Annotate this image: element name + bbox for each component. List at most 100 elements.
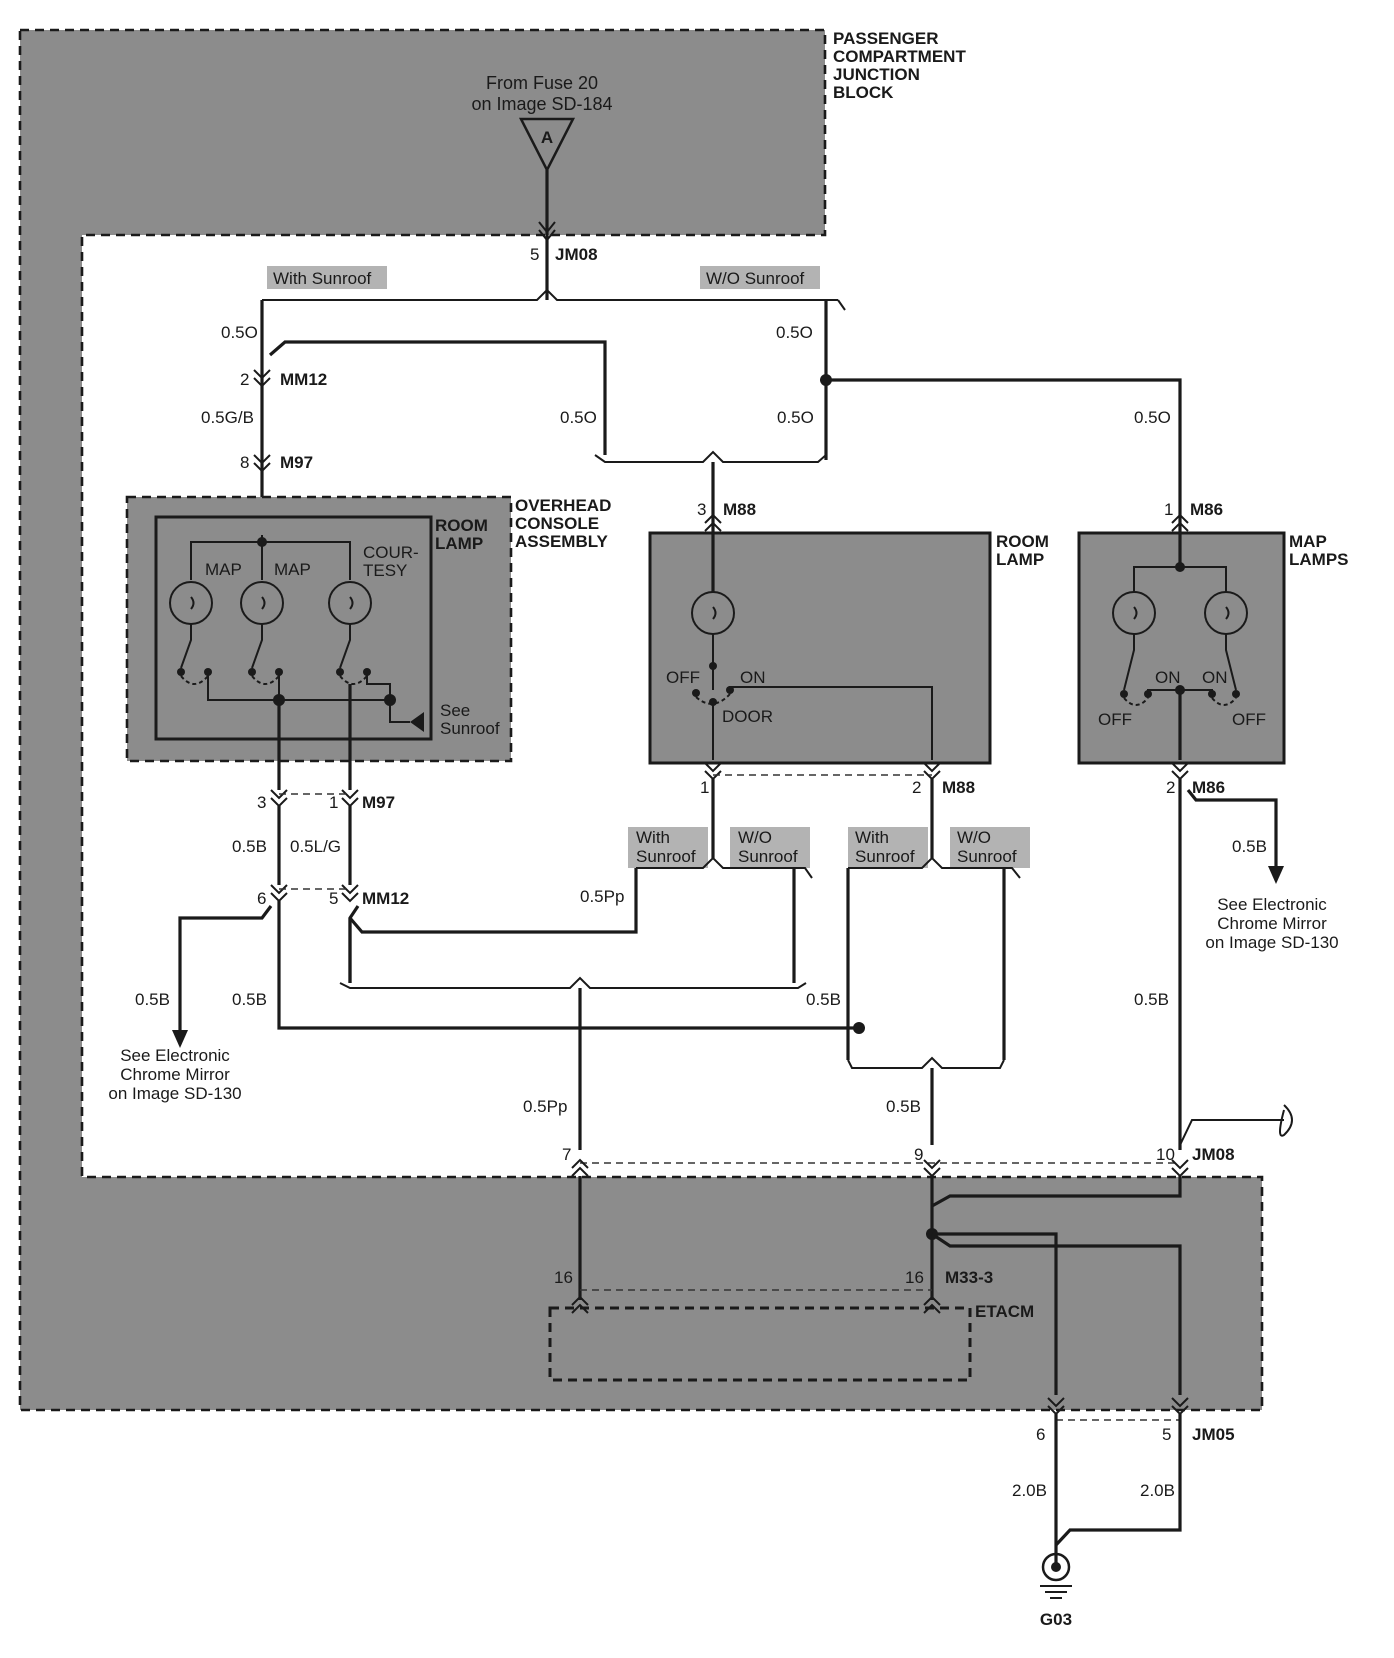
svg-text:0.5O: 0.5O <box>777 408 814 427</box>
svg-text:2: 2 <box>912 778 921 797</box>
svg-text:0.5O: 0.5O <box>221 323 258 342</box>
svg-text:2.0B: 2.0B <box>1140 1481 1175 1500</box>
svg-text:2: 2 <box>1166 778 1175 797</box>
svg-text:PASSENGER: PASSENGER <box>833 29 939 48</box>
svg-text:See Electronic: See Electronic <box>1217 895 1327 914</box>
svg-text:Chrome Mirror: Chrome Mirror <box>120 1065 230 1084</box>
ground-symbol: G03 <box>1040 1552 1072 1629</box>
svg-text:7: 7 <box>562 1145 571 1164</box>
svg-text:3: 3 <box>257 793 266 812</box>
svg-text:OFF: OFF <box>1232 710 1266 729</box>
svg-text:Sunroof: Sunroof <box>440 719 500 738</box>
svg-text:0.5B: 0.5B <box>1232 837 1267 856</box>
svg-text:M97: M97 <box>280 453 313 472</box>
etacm-module: ETACM <box>548 1302 1034 1382</box>
svg-text:Chrome Mirror: Chrome Mirror <box>1217 914 1327 933</box>
svg-text:M86: M86 <box>1190 500 1223 519</box>
svg-text:0.5B: 0.5B <box>886 1097 921 1116</box>
svg-text:Sunroof: Sunroof <box>855 847 915 866</box>
svg-text:0.5O: 0.5O <box>1134 408 1171 427</box>
svg-text:MAP: MAP <box>205 560 242 579</box>
svg-text:A: A <box>541 128 553 147</box>
svg-text:M33-3: M33-3 <box>945 1268 993 1287</box>
svg-text:1: 1 <box>1164 500 1173 519</box>
svg-text:0.5B: 0.5B <box>806 990 841 1009</box>
svg-text:16: 16 <box>905 1268 924 1287</box>
svg-text:ON: ON <box>1202 668 1228 687</box>
svg-text:0.5B: 0.5B <box>135 990 170 1009</box>
svg-text:0.5Pp: 0.5Pp <box>523 1097 567 1116</box>
svg-text:OFF: OFF <box>1098 710 1132 729</box>
svg-text:9: 9 <box>914 1145 923 1164</box>
svg-text:0.5B: 0.5B <box>232 990 267 1009</box>
svg-text:0.5G/B: 0.5G/B <box>201 408 254 427</box>
junction-block-area <box>20 30 1262 1410</box>
room-lamp: ROOM LAMP OFF ON DOOR <box>648 530 1049 765</box>
svg-text:OFF: OFF <box>666 668 700 687</box>
svg-text:MAP: MAP <box>1289 532 1327 551</box>
svg-text:on Image SD-130: on Image SD-130 <box>108 1084 241 1103</box>
svg-text:10: 10 <box>1156 1145 1175 1164</box>
map-lamps: MAP LAMPS ON ON OFF OFF <box>1077 530 1349 765</box>
svg-text:M88: M88 <box>942 778 975 797</box>
svg-text:on Image SD-130: on Image SD-130 <box>1205 933 1338 952</box>
svg-text:Sunroof: Sunroof <box>636 847 696 866</box>
svg-text:ROOM: ROOM <box>996 532 1049 551</box>
svg-text:MAP: MAP <box>274 560 311 579</box>
svg-text:ROOM: ROOM <box>435 516 488 535</box>
svg-text:0.5O: 0.5O <box>776 323 813 342</box>
svg-text:0.5B: 0.5B <box>1134 990 1169 1009</box>
svg-text:BLOCK: BLOCK <box>833 83 894 102</box>
svg-text:1: 1 <box>329 793 338 812</box>
svg-text:JUNCTION: JUNCTION <box>833 65 920 84</box>
svg-text:LAMP: LAMP <box>996 550 1044 569</box>
svg-text:TESY: TESY <box>363 561 407 580</box>
svg-text:LAMP: LAMP <box>435 534 483 553</box>
svg-text:OVERHEAD: OVERHEAD <box>515 496 611 515</box>
svg-text:MM12: MM12 <box>362 889 409 908</box>
svg-text:3: 3 <box>697 500 706 519</box>
svg-text:0.5Pp: 0.5Pp <box>580 887 624 906</box>
svg-text:JM05: JM05 <box>1192 1425 1235 1444</box>
svg-text:JM08: JM08 <box>1192 1145 1235 1164</box>
svg-text:See: See <box>440 701 470 720</box>
svg-text:5: 5 <box>530 245 539 264</box>
mirror-reference-left: See Electronic Chrome Mirror on Image SD… <box>108 1046 241 1103</box>
junction-block-title: PASSENGER COMPARTMENT JUNCTION BLOCK <box>833 29 966 102</box>
junction-block-outline <box>18 28 1264 1412</box>
svg-text:G03: G03 <box>1040 1610 1072 1629</box>
svg-text:JM08: JM08 <box>555 245 598 264</box>
svg-text:CONSOLE: CONSOLE <box>515 514 599 533</box>
svg-text:COUR-: COUR- <box>363 543 419 562</box>
fuse-source: From Fuse 20 on Image SD-184 A <box>471 73 613 173</box>
svg-text:0.5B: 0.5B <box>232 837 267 856</box>
svg-text:ON: ON <box>740 668 766 687</box>
svg-text:on Image SD-184: on Image SD-184 <box>471 94 612 114</box>
svg-text:6: 6 <box>1036 1425 1045 1444</box>
svg-text:With: With <box>636 828 670 847</box>
svg-text:W/O: W/O <box>957 828 991 847</box>
svg-text:0.5O: 0.5O <box>560 408 597 427</box>
svg-text:M97: M97 <box>362 793 395 812</box>
svg-text:Sunroof: Sunroof <box>738 847 798 866</box>
svg-text:LAMPS: LAMPS <box>1289 550 1349 569</box>
svg-text:See Electronic: See Electronic <box>120 1046 230 1065</box>
tag-wo-sunroof: W/O Sunroof <box>706 269 805 288</box>
svg-text:5: 5 <box>1162 1425 1171 1444</box>
svg-text:M88: M88 <box>723 500 756 519</box>
svg-text:2: 2 <box>240 370 249 389</box>
svg-text:From Fuse 20: From Fuse 20 <box>486 73 598 93</box>
svg-text:W/O: W/O <box>738 828 772 847</box>
tag-with-sunroof: With Sunroof <box>273 269 372 288</box>
overhead-console-assembly: OVERHEAD CONSOLE ASSEMBLY ROOM LAMP MAP … <box>125 495 611 790</box>
svg-text:ON: ON <box>1155 668 1181 687</box>
svg-text:DOOR: DOOR <box>722 707 773 726</box>
svg-text:ETACM: ETACM <box>975 1302 1034 1321</box>
svg-text:COMPARTMENT: COMPARTMENT <box>833 47 966 66</box>
svg-text:With: With <box>855 828 889 847</box>
svg-text:Sunroof: Sunroof <box>957 847 1017 866</box>
svg-text:1: 1 <box>700 778 709 797</box>
svg-text:ASSEMBLY: ASSEMBLY <box>515 532 609 551</box>
svg-text:M86: M86 <box>1192 778 1225 797</box>
